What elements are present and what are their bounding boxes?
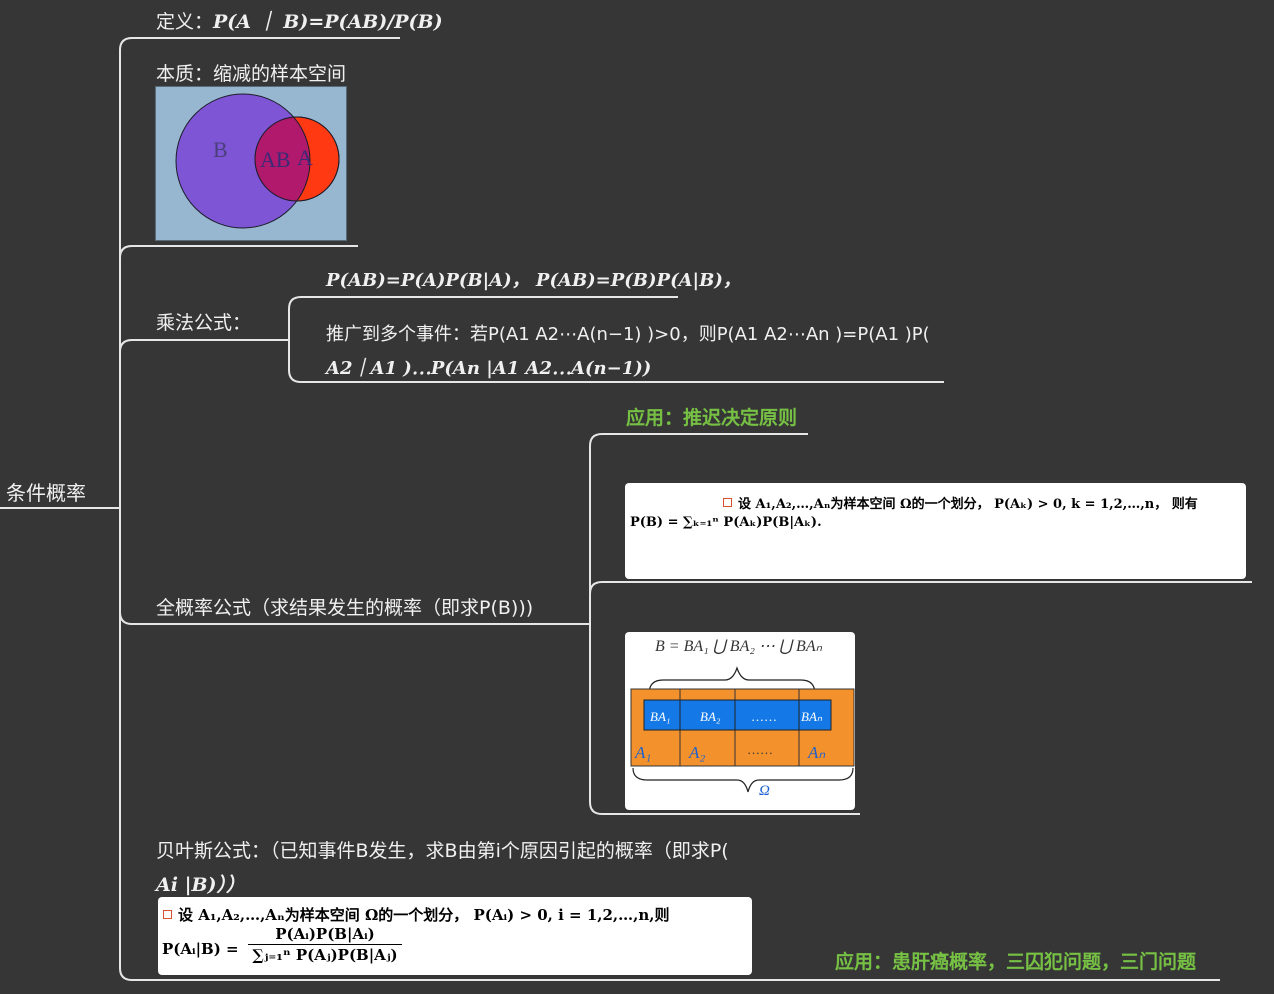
extension-line-1: 推广到多个事件：若P(A1 A2⋯A(n−1) )>0，则P(A1 A2⋯An … bbox=[326, 324, 930, 345]
bayes-label-line-1: 贝叶斯公式：（已知事件B发生，求B由第i个原因引起的概率（即求P( bbox=[156, 840, 729, 862]
multiplication-formula[interactable]: P(AB)=P(A)P(B|A)， P(AB)=P(B)P(A|B)， bbox=[326, 270, 741, 291]
inner-cell-4: BAₙ bbox=[801, 709, 823, 724]
outer-cell-2: A₂ bbox=[688, 743, 705, 762]
venn-ab-label: AB bbox=[260, 147, 291, 172]
venn-b-label: B bbox=[213, 137, 228, 162]
total-probability-node[interactable]: 全概率公式（求结果发生的概率（即求P(B))) bbox=[156, 593, 533, 620]
inner-cell-3: …… bbox=[751, 709, 777, 724]
total-probability-card: 设 A₁,A₂,…,Aₙ为样本空间 Ω的一个划分， P(Aₖ) > 0, k =… bbox=[625, 483, 1246, 579]
venn-a-label: A bbox=[297, 145, 313, 170]
root-label: 条件概率 bbox=[6, 481, 86, 505]
multiplication-label: 乘法公式： bbox=[156, 312, 252, 334]
definition-node[interactable]: 定义：P(A ｜ B)=P(AB)/P(B) bbox=[156, 7, 443, 34]
partition-formula: B = BA₁ ⋃ BA₂ ⋯ ⋃ BAₙ bbox=[655, 638, 823, 655]
multiplication-extension[interactable]: 推广到多个事件：若P(A1 A2⋯A(n−1) )>0，则P(A1 A2⋯An … bbox=[326, 318, 930, 386]
bayes-application[interactable]: 应用：患肝癌概率，三囚犯问题，三门问题 bbox=[835, 951, 1197, 973]
total-card-line-1: 设 A₁,A₂,…,Aₙ为样本空间 Ω的一个划分， P(Aₖ) > 0, k =… bbox=[723, 493, 1198, 512]
bayes-denominator: ∑ⱼ₌₁ⁿ P(Aⱼ)P(B|Aⱼ) bbox=[252, 946, 398, 964]
top-brace bbox=[648, 666, 816, 695]
extension-line-2: A2｜A1 )⋯P(An |A1 A2⋯A(n−1)) bbox=[326, 358, 652, 379]
total-card-line-2: P(B) = ∑ₖ₌₁ⁿ P(Aₖ)P(B|Aₖ). bbox=[630, 515, 822, 530]
bayes-card-line-1: 设 A₁,A₂,…,Aₙ为样本空间 Ω的一个划分， P(Aᵢ) > 0, i =… bbox=[163, 904, 670, 925]
total-probability-label: 全概率公式（求结果发生的概率（即求P(B))) bbox=[156, 597, 534, 619]
bullet-icon bbox=[723, 498, 732, 507]
omega-brace bbox=[632, 767, 854, 793]
inner-cell-1: BA₁ bbox=[650, 709, 670, 724]
essence-label: 本质：缩减的样本空间 bbox=[156, 63, 347, 85]
root-topic[interactable]: 条件概率 bbox=[6, 477, 86, 506]
total-card-line-1-text: 设 A₁,A₂,…,Aₙ为样本空间 Ω的一个划分， P(Aₖ) > 0, k =… bbox=[738, 497, 1198, 512]
venn-diagram: B AB A bbox=[155, 86, 347, 241]
outer-cell-1: A₁ bbox=[634, 743, 651, 762]
outer-cell-4: Aₙ bbox=[807, 743, 825, 762]
bayes-node[interactable]: 贝叶斯公式：（已知事件B发生，求B由第i个原因引起的概率（即求P( Ai |B)… bbox=[156, 834, 729, 902]
bayes-label-line-2: Ai |B)）） bbox=[156, 874, 246, 896]
venn-overlap bbox=[255, 117, 311, 201]
definition-label: 定义： bbox=[156, 11, 214, 33]
bayes-numerator: P(Aᵢ)P(B|Aᵢ) bbox=[248, 925, 402, 945]
inner-cell-2: BA₂ bbox=[700, 709, 721, 724]
bayes-fraction: P(Aᵢ)P(B|Aᵢ) ∑ⱼ₌₁ⁿ P(Aⱼ)P(B|Aⱼ) bbox=[248, 925, 402, 964]
essence-node[interactable]: 本质：缩减的样本空间 bbox=[156, 59, 346, 86]
delay-decision-application[interactable]: 应用：推迟决定原则 bbox=[626, 407, 798, 429]
outer-cell-3: …… bbox=[747, 742, 773, 757]
b-event-rect bbox=[643, 699, 832, 731]
multiplication-node[interactable]: 乘法公式： bbox=[156, 308, 251, 335]
omega-label: Ω bbox=[759, 783, 770, 799]
bayes-card-line-1-text: 设 A₁,A₂,…,Aₙ为样本空间 Ω的一个划分， P(Aᵢ) > 0, i =… bbox=[178, 906, 670, 924]
bayes-card-lhs: P(Aᵢ|B) = bbox=[162, 940, 239, 958]
partition-card: B = BA₁ ⋃ BA₂ ⋯ ⋃ BAₙ BA₁ BA₂ …… BAₙ A₁ … bbox=[625, 632, 855, 810]
bayes-card: 设 A₁,A₂,…,Aₙ为样本空间 Ω的一个划分， P(Aᵢ) > 0, i =… bbox=[158, 897, 752, 975]
definition-formula: P(A ｜ B)=P(AB)/P(B) bbox=[213, 11, 443, 33]
bullet-icon bbox=[163, 910, 172, 919]
